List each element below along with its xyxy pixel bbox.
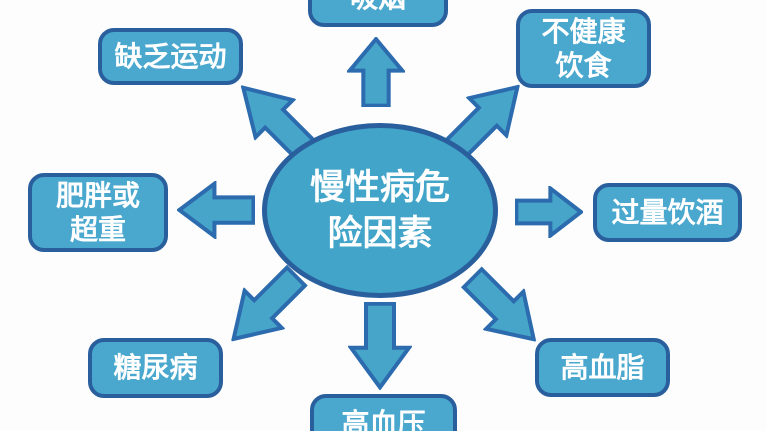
center-node-label: 慢性病危 险因素: [309, 168, 450, 253]
node-high-blood-pressure: 高血压: [310, 394, 457, 431]
center-node-chronic-disease-risk-factors: 慢性病危 险因素: [262, 123, 498, 298]
node-obesity-or-overweight: 肥胖或 超重: [28, 173, 168, 252]
node-excessive-drinking: 过量饮酒: [593, 183, 742, 242]
node-label: 缺乏运动: [114, 40, 227, 72]
node-label: 高血脂: [560, 351, 645, 383]
node-smoking: 吸烟: [308, 0, 448, 27]
arrow-down-left-icon: [211, 255, 318, 362]
node-unhealthy-diet: 不健康 饮食: [516, 9, 651, 88]
arrow-left-icon: [177, 181, 255, 239]
arrow-down-right-icon: [451, 256, 556, 361]
node-lack-of-exercise: 缺乏运动: [98, 28, 243, 85]
arrow-right-icon: [515, 186, 583, 238]
arrow-down-icon: [348, 302, 412, 390]
node-label: 肥胖或 超重: [55, 179, 140, 245]
node-diabetes: 糖尿病: [88, 338, 223, 398]
node-high-blood-lipids: 高血脂: [535, 338, 670, 397]
node-label: 吸烟: [350, 0, 406, 14]
node-label: 高血压: [341, 407, 426, 431]
node-label: 过量饮酒: [611, 196, 724, 228]
node-label: 不健康 饮食: [541, 15, 626, 81]
node-label: 糖尿病: [113, 352, 198, 384]
arrow-up-icon: [347, 37, 405, 107]
